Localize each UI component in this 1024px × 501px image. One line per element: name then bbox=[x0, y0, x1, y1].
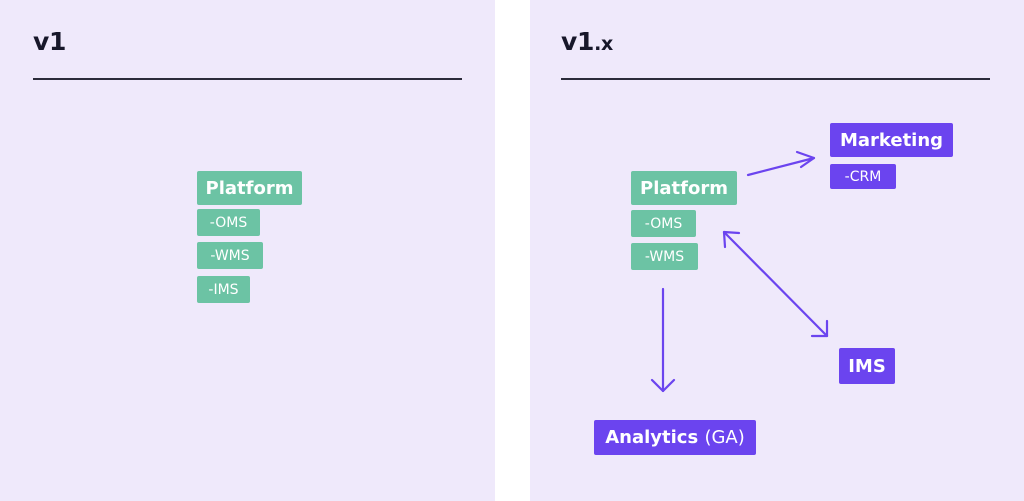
version-title-v1x: v1.x bbox=[561, 27, 613, 56]
platform-item-wms: -WMS bbox=[631, 243, 698, 270]
platform-box: Platform bbox=[197, 171, 302, 205]
divider-line bbox=[561, 78, 990, 80]
marketing-item-crm: -CRM bbox=[830, 164, 896, 189]
platform-item-oms: -OMS bbox=[197, 209, 260, 236]
analytics-suffix: (GA) bbox=[704, 427, 745, 448]
panel-v1x: v1.x Platform -OMS -WMS Marketing -CRM I… bbox=[530, 0, 1024, 501]
analytics-box: Analytics (GA) bbox=[594, 420, 756, 455]
platform-item-wms: -WMS bbox=[197, 242, 263, 269]
platform-item-oms: -OMS bbox=[631, 210, 696, 237]
panel-v1: v1 Platform -OMS -WMS -IMS bbox=[0, 0, 495, 501]
marketing-box: Marketing bbox=[830, 123, 953, 157]
ims-box: IMS bbox=[839, 348, 895, 384]
version-title-v1: v1 bbox=[33, 27, 67, 56]
analytics-label: Analytics bbox=[605, 427, 699, 448]
divider-line bbox=[33, 78, 462, 80]
platform-item-ims: -IMS bbox=[197, 276, 250, 303]
platform-box: Platform bbox=[631, 171, 737, 205]
